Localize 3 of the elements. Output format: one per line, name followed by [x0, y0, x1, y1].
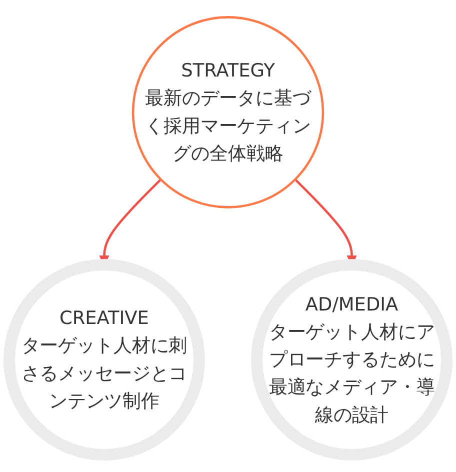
node-circle: AD/MEDIA ターゲット人材にアプローチするために最適なメディア・導線の設計: [251, 259, 453, 461]
node-circle: STRATEGY 最新のデータに基づく採用マーケティングの全体戦略: [132, 16, 324, 208]
node-circle: CREATIVE ターゲット人材に刺さるメッセージとコンテンツ制作: [3, 259, 205, 461]
